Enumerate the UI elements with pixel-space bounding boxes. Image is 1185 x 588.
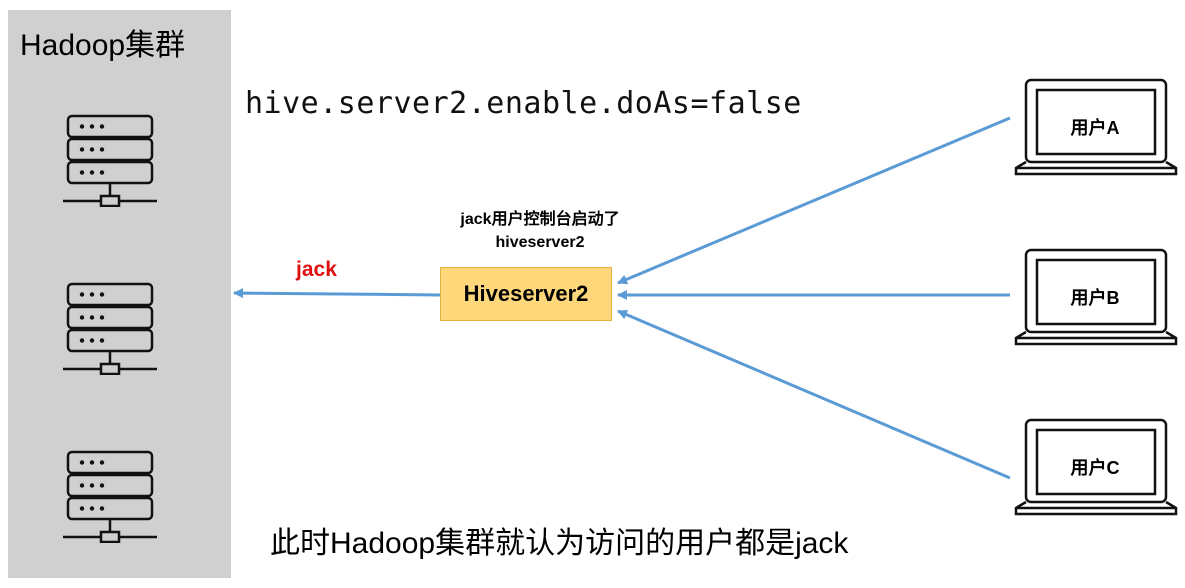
hiveserver-note: jack用户控制台启动了 hiveserver2 bbox=[420, 208, 660, 254]
config-property-text: hive.server2.enable.doAs=false bbox=[245, 86, 802, 121]
server-icon bbox=[63, 282, 157, 375]
arrow-user-label: jack bbox=[296, 258, 337, 281]
server-icon bbox=[63, 114, 157, 207]
hiveserver-note-line1: jack用户控制台启动了 bbox=[460, 211, 620, 228]
laptop-icon bbox=[1014, 78, 1178, 176]
hadoop-cluster-panel bbox=[8, 10, 231, 578]
arrow-hiveserver-to-cluster bbox=[233, 288, 441, 299]
cluster-title: Hadoop集群 bbox=[20, 29, 186, 62]
hiveserver2-label: Hiveserver2 bbox=[463, 281, 589, 306]
hiveserver2-box: Hiveserver2 bbox=[440, 267, 612, 321]
user-a-label: 用户A bbox=[1070, 118, 1120, 138]
server-icon bbox=[63, 450, 157, 543]
user-c-label: 用户C bbox=[1070, 458, 1120, 478]
arrow-user-c-to-hiveserver bbox=[617, 309, 1011, 480]
laptop-icon bbox=[1014, 418, 1178, 516]
hiveserver-note-line2: hiveserver2 bbox=[495, 234, 585, 251]
arrow-user-a-to-hiveserver bbox=[617, 116, 1011, 285]
footer-caption: 此时Hadoop集群就认为访问的用户都是jack bbox=[270, 527, 849, 560]
laptop-icon bbox=[1014, 248, 1178, 346]
user-b-label: 用户B bbox=[1070, 288, 1120, 308]
